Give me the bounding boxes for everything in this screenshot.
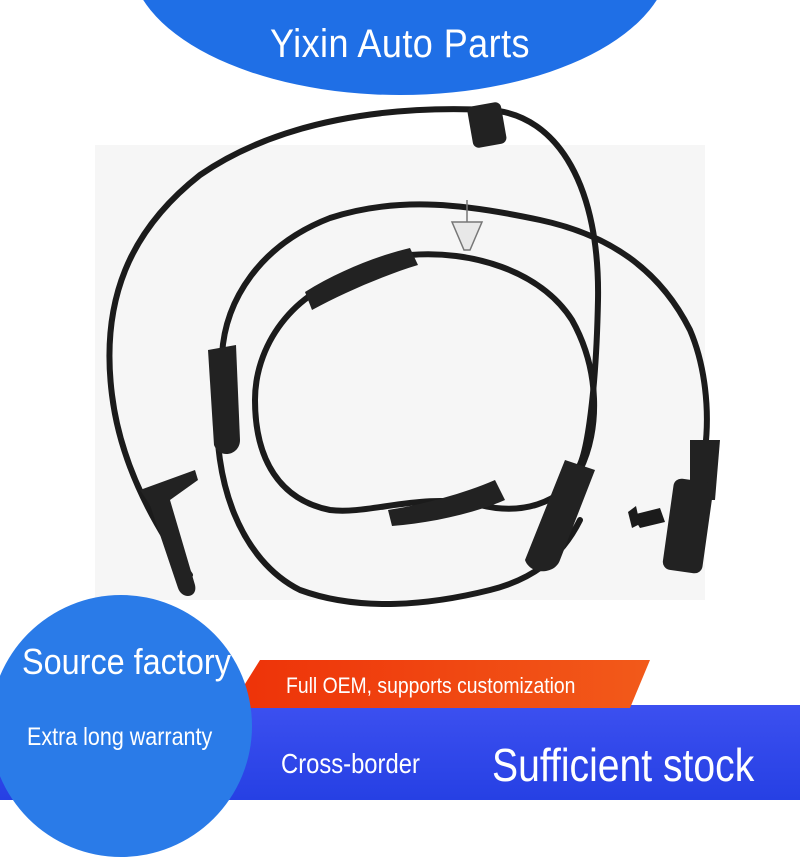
grommet-top bbox=[467, 102, 507, 148]
sleeve-center-bottom bbox=[388, 480, 505, 526]
sleeve-right-lower bbox=[525, 460, 595, 572]
sensor-connector bbox=[662, 478, 714, 574]
cross-border-text: Cross-border bbox=[281, 748, 420, 779]
oem-ribbon bbox=[230, 660, 650, 708]
brand-title: Yixin Auto Parts bbox=[269, 22, 530, 66]
push-pin bbox=[632, 508, 665, 528]
sleeve-left bbox=[208, 345, 240, 455]
oem-badge-text: Full OEM, supports customization bbox=[286, 673, 576, 698]
warranty-text: Extra long warranty bbox=[27, 723, 213, 751]
sensor-head-left bbox=[140, 470, 198, 596]
sufficient-stock-text: Sufficient stock bbox=[492, 739, 755, 791]
cable-outer-loop bbox=[106, 106, 602, 578]
sleeve-center-top bbox=[305, 248, 418, 310]
abs-sensor-cable-image bbox=[106, 102, 720, 607]
cable-middle-loop bbox=[219, 201, 710, 453]
cable-lower-run bbox=[214, 397, 583, 607]
plastic-clip bbox=[450, 221, 484, 251]
source-factory-text: Source factory bbox=[22, 641, 231, 682]
